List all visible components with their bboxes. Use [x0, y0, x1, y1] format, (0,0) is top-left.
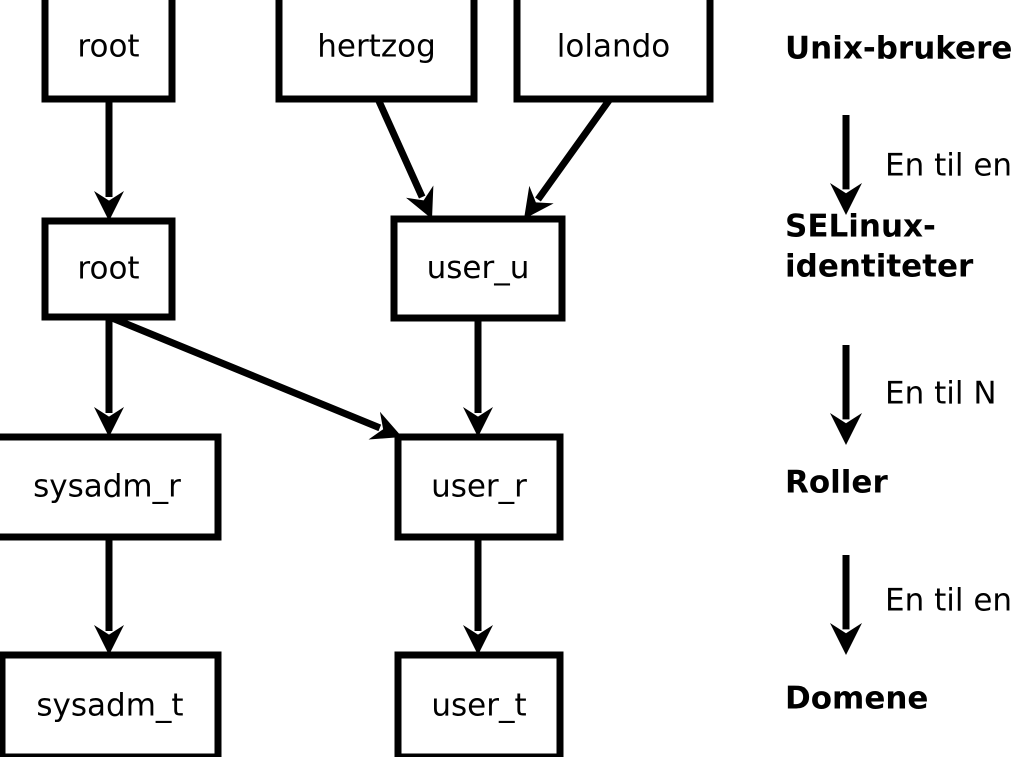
arrow-head-icon	[830, 183, 862, 215]
legend-tier-1: SELinux-identiteter	[785, 209, 974, 285]
node-dom_user_t[interactable]: user_t	[394, 651, 564, 757]
node-role_user_r[interactable]: user_r	[394, 433, 564, 541]
legend-tier-0: Unix-brukere	[785, 31, 1012, 67]
node-box	[394, 433, 564, 541]
node-unix_lolando[interactable]: lolando	[513, 0, 714, 103]
node-box	[41, 0, 176, 103]
arrow-head-icon	[830, 623, 862, 655]
node-label: user_r	[431, 469, 527, 505]
node-box	[513, 0, 714, 103]
legend-relation-label: En til en	[885, 148, 1012, 184]
edge-sel_root-to-role_sysadm_r	[94, 317, 124, 437]
node-role_sysadm_r[interactable]: sysadm_r	[0, 433, 222, 541]
arrow-head-icon	[463, 407, 493, 437]
legend-tier-label-line: Domene	[785, 681, 928, 717]
edge-sel_user_u-to-role_user_r	[463, 318, 493, 437]
node-unix_hertzog[interactable]: hertzog	[275, 0, 478, 103]
legend-tier-2: Roller	[785, 465, 888, 501]
edge-line	[535, 96, 613, 202]
legend-tier-3: Domene	[785, 681, 928, 717]
legend-relation-0: En til en	[830, 115, 1012, 215]
legend-layer: En til en En til N En til en Unix-brukereSE…	[785, 31, 1012, 717]
arrow-head-icon	[94, 625, 124, 655]
arrow-head-icon	[830, 413, 862, 445]
node-label: root	[77, 251, 139, 287]
node-box	[41, 217, 176, 321]
edge-sel_root-to-role_user_r	[110, 314, 402, 440]
node-box	[390, 215, 566, 322]
node-box	[394, 651, 564, 757]
node-box	[275, 0, 478, 103]
node-label: user_t	[431, 688, 526, 724]
node-label: sysadm_r	[33, 469, 181, 505]
legend-tier-label-line: Roller	[785, 465, 888, 501]
edge-line	[374, 97, 426, 199]
node-dom_sysadm_t[interactable]: sysadm_t	[0, 651, 222, 757]
edge-line	[110, 314, 382, 432]
edge-role_sysadm_r-to-dom_sysadm_t	[94, 537, 124, 655]
edge-unix_lolando-to-sel_user_u	[524, 96, 613, 219]
arrow-head-icon	[94, 407, 124, 437]
node-label: lolando	[557, 29, 670, 65]
node-sel_user_u[interactable]: user_u	[390, 215, 566, 322]
legend-tier-label-line: SELinux-	[785, 209, 936, 245]
legend-relation-2: En til en	[830, 555, 1012, 655]
legend-relation-label: En til en	[885, 583, 1012, 619]
edge-role_user_r-to-dom_user_t	[463, 537, 493, 655]
node-label: user_u	[427, 250, 530, 286]
edge-unix_root-to-sel_root	[94, 99, 124, 221]
legend-tier-label-line: identiteter	[785, 249, 974, 285]
node-box	[0, 433, 222, 541]
edges-layer	[94, 96, 613, 655]
node-unix_root[interactable]: root	[41, 0, 176, 103]
legend-relation-label: En til N	[885, 376, 997, 412]
node-label: sysadm_t	[36, 688, 183, 724]
arrow-head-icon	[368, 411, 402, 440]
arrow-head-icon	[406, 185, 434, 219]
arrow-head-icon	[94, 191, 124, 221]
node-label: hertzog	[317, 29, 436, 65]
edge-unix_hertzog-to-sel_user_u	[374, 97, 434, 219]
arrow-head-icon	[524, 185, 554, 219]
node-sel_root[interactable]: root	[41, 217, 176, 321]
legend-tier-label-line: Unix-brukere	[785, 31, 1012, 67]
legend-relation-1: En til N	[830, 345, 997, 445]
node-label: root	[77, 29, 139, 65]
arrow-head-icon	[463, 625, 493, 655]
node-box	[0, 651, 222, 757]
